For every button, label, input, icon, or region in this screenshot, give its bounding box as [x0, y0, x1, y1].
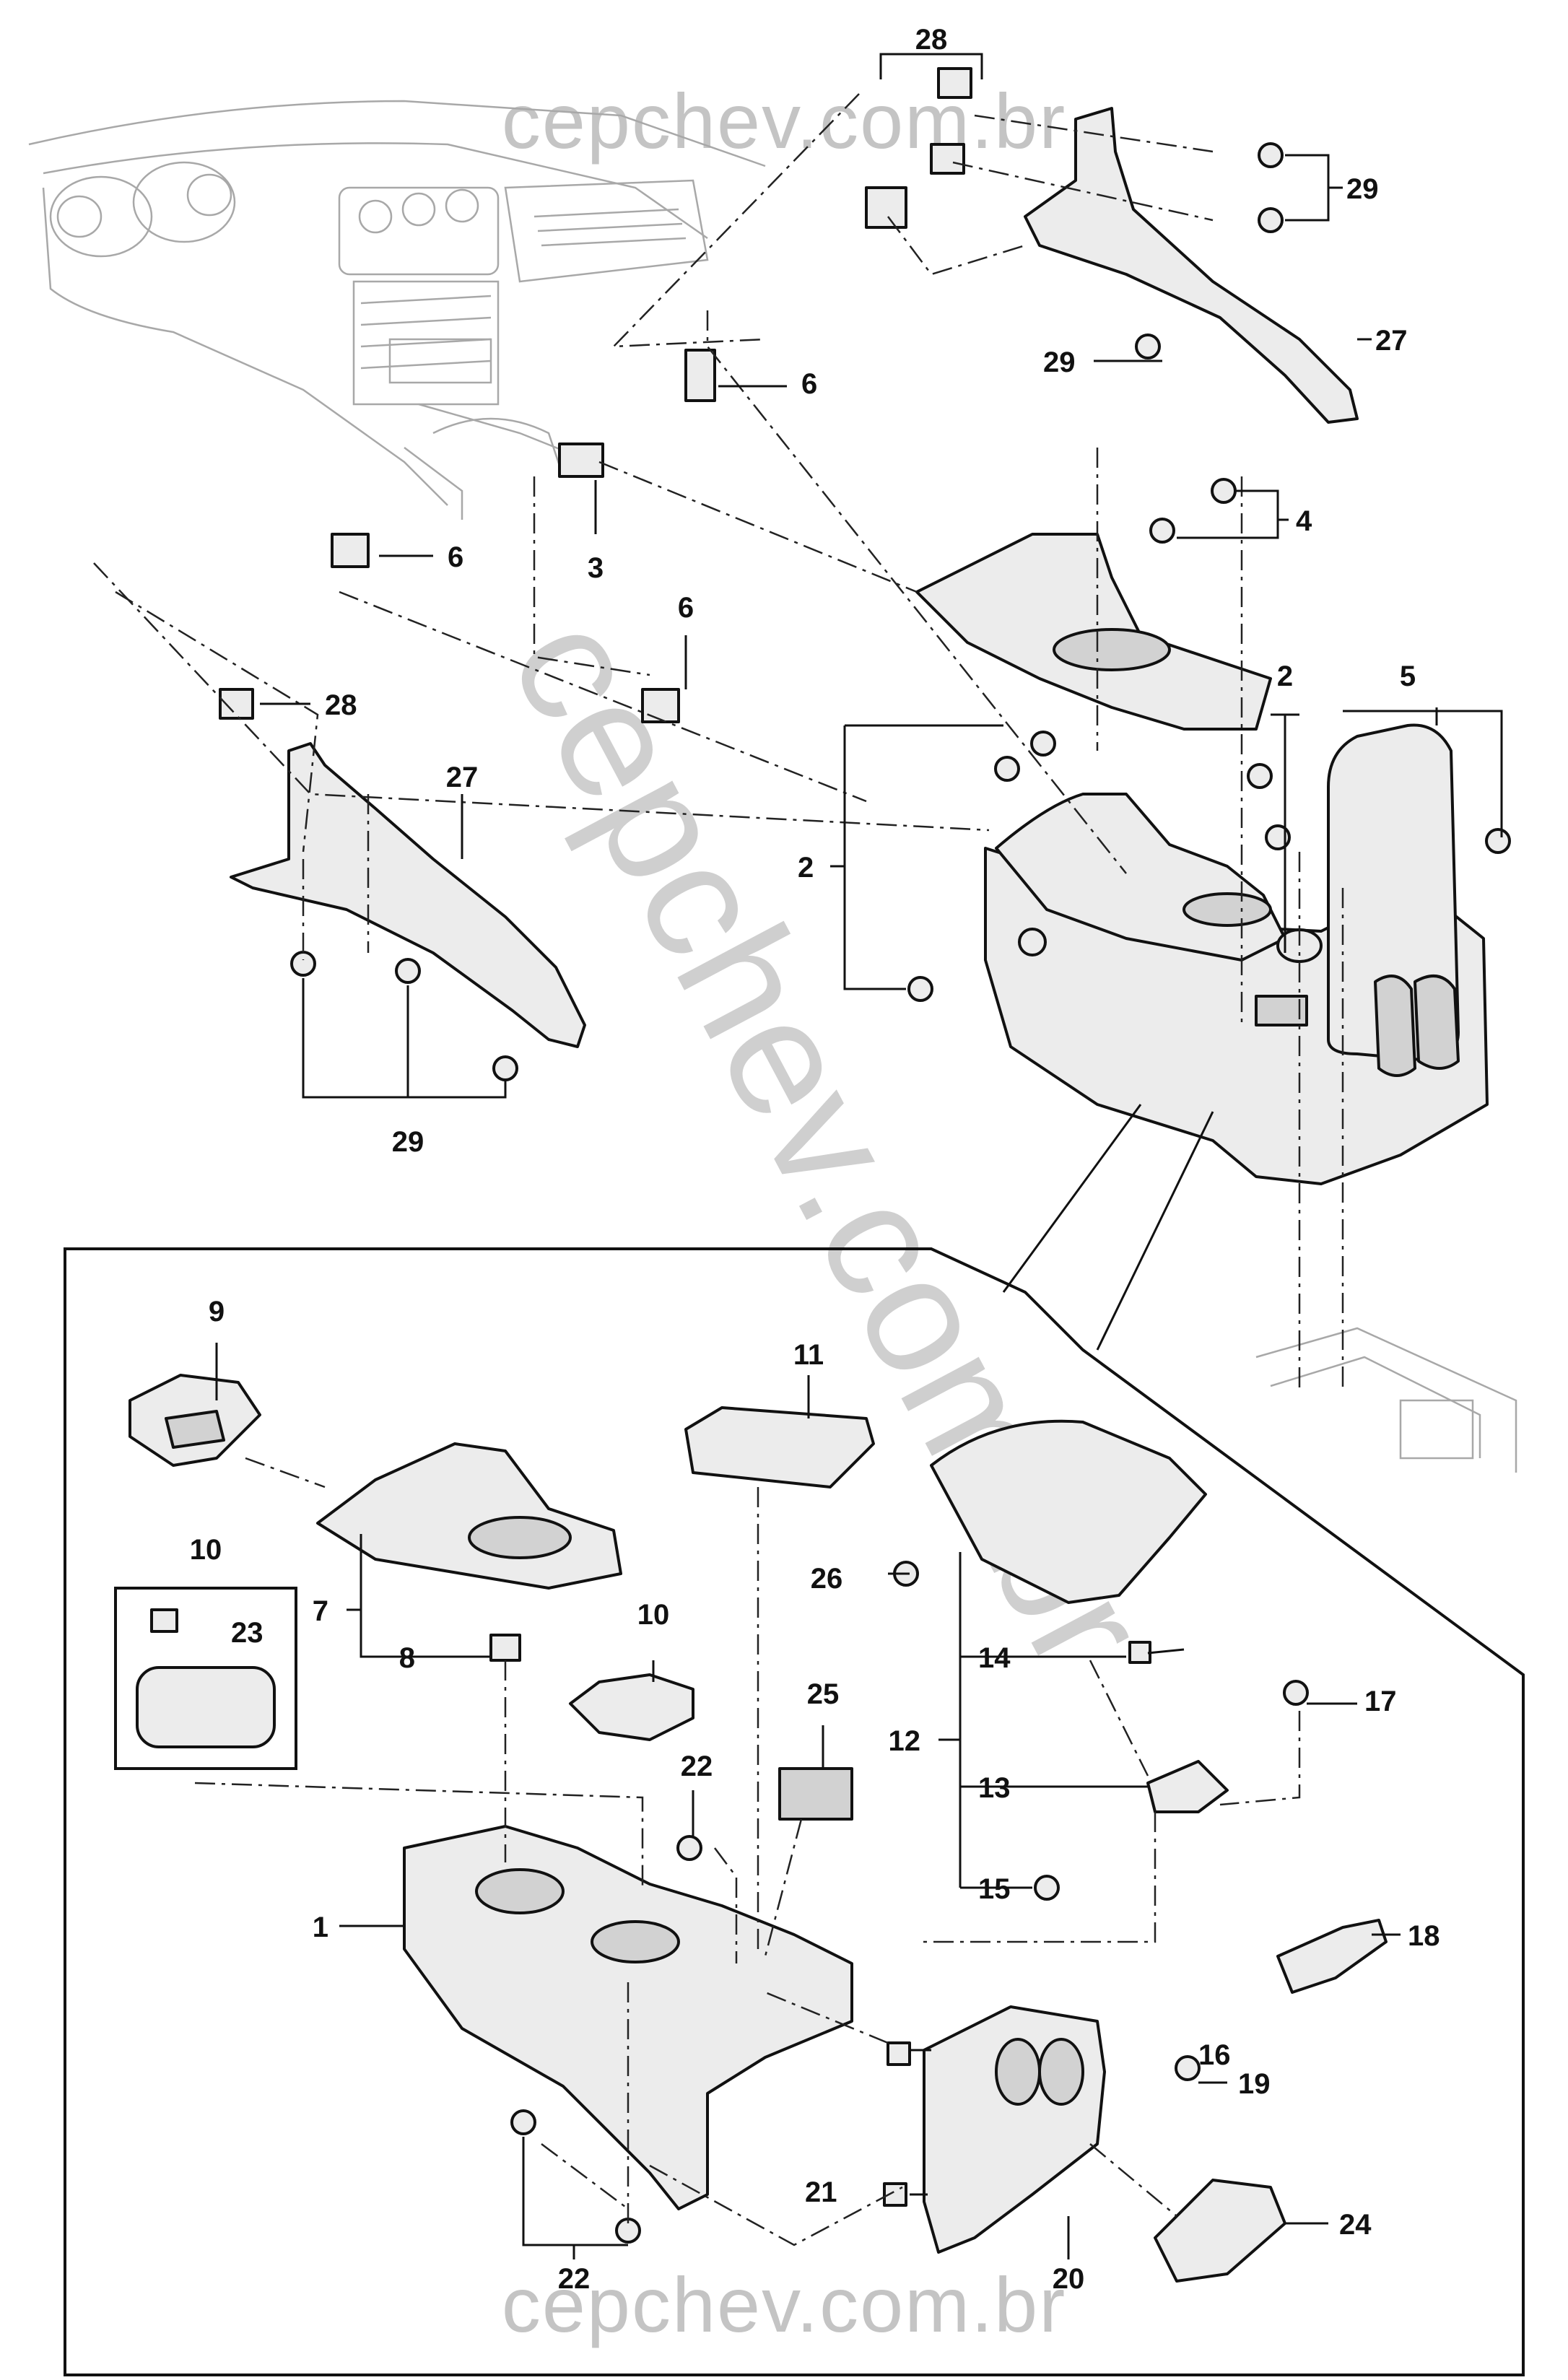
side-panel-left: [230, 742, 586, 1048]
bracket-13: [1146, 1760, 1229, 1813]
callout-27-left: 27: [446, 762, 479, 793]
watermark-top: cepchev.com.br: [502, 77, 1066, 165]
callout-2-right: 2: [1277, 661, 1293, 692]
cover-24: [1154, 2179, 1286, 2283]
callout-6-mid: 6: [678, 592, 694, 624]
callout-9: 9: [209, 1296, 225, 1328]
callout-22-top: 22: [681, 1751, 713, 1782]
leader-lines: [215, 53, 1503, 2259]
callout-27-right: 27: [1375, 325, 1408, 357]
callout-12: 12: [889, 1725, 921, 1757]
callout-14: 14: [978, 1642, 1011, 1674]
holder-10: [569, 1673, 694, 1741]
callout-10: 10: [637, 1599, 670, 1631]
detail-frame: [64, 1247, 1525, 2376]
floor-outline: [1255, 1327, 1517, 1473]
callout-25: 25: [807, 1678, 840, 1710]
side-panel-right: [1024, 107, 1359, 424]
callout-5: 5: [1400, 661, 1416, 692]
callout-20: 20: [1053, 2263, 1085, 2295]
console-assembly-upper: [984, 723, 1489, 1185]
callout-1: 1: [313, 1912, 328, 1943]
callout-16: 16: [1198, 2039, 1231, 2071]
inset-box-10: [114, 1587, 297, 1770]
console-1: [403, 1825, 853, 2210]
cup-23: [136, 1666, 276, 1748]
watermark-bottom: cepchev.com.br: [502, 2261, 1066, 2348]
plate-25: [778, 1767, 853, 1821]
callout-29-bottom: 29: [392, 1126, 424, 1158]
callout-15: 15: [978, 1873, 1011, 1905]
callout-22-bottom: 22: [558, 2263, 591, 2295]
callout-labels: 28 29 27 29 6 4 3 6 6 28 27 2 5 2 29 9 1…: [190, 24, 1440, 2295]
callout-29-mid: 29: [1043, 346, 1076, 378]
trim-7: [316, 1442, 622, 1590]
callout-19: 19: [1238, 2068, 1271, 2100]
callout-6-left: 6: [448, 541, 463, 573]
callout-4: 4: [1296, 505, 1312, 537]
callout-7: 7: [313, 1595, 328, 1627]
callout-21: 21: [805, 2176, 837, 2208]
callout-3: 3: [588, 552, 604, 584]
callout-29-right: 29: [1346, 173, 1379, 205]
callout-6-top: 6: [801, 368, 817, 400]
callout-24: 24: [1339, 2209, 1372, 2241]
trim-18: [1276, 1919, 1388, 1994]
dashboard-outline: [28, 100, 766, 520]
callout-28-left: 28: [325, 689, 357, 721]
callout-23: 23: [231, 1617, 263, 1649]
callout-10-inset: 10: [190, 1534, 222, 1566]
callout-17: 17: [1364, 1686, 1397, 1717]
fasteners: [150, 67, 1511, 2244]
lid-12: [930, 1419, 1207, 1604]
callout-11: 11: [793, 1339, 824, 1371]
alignment-lines: [93, 93, 1344, 2246]
callout-18: 18: [1408, 1920, 1440, 1952]
callout-28-top: 28: [915, 24, 948, 56]
callout-2-left: 2: [798, 852, 814, 884]
callout-26: 26: [811, 1563, 843, 1595]
mat-11: [684, 1406, 875, 1488]
callout-8: 8: [399, 1642, 415, 1674]
callout-13: 13: [978, 1772, 1011, 1804]
